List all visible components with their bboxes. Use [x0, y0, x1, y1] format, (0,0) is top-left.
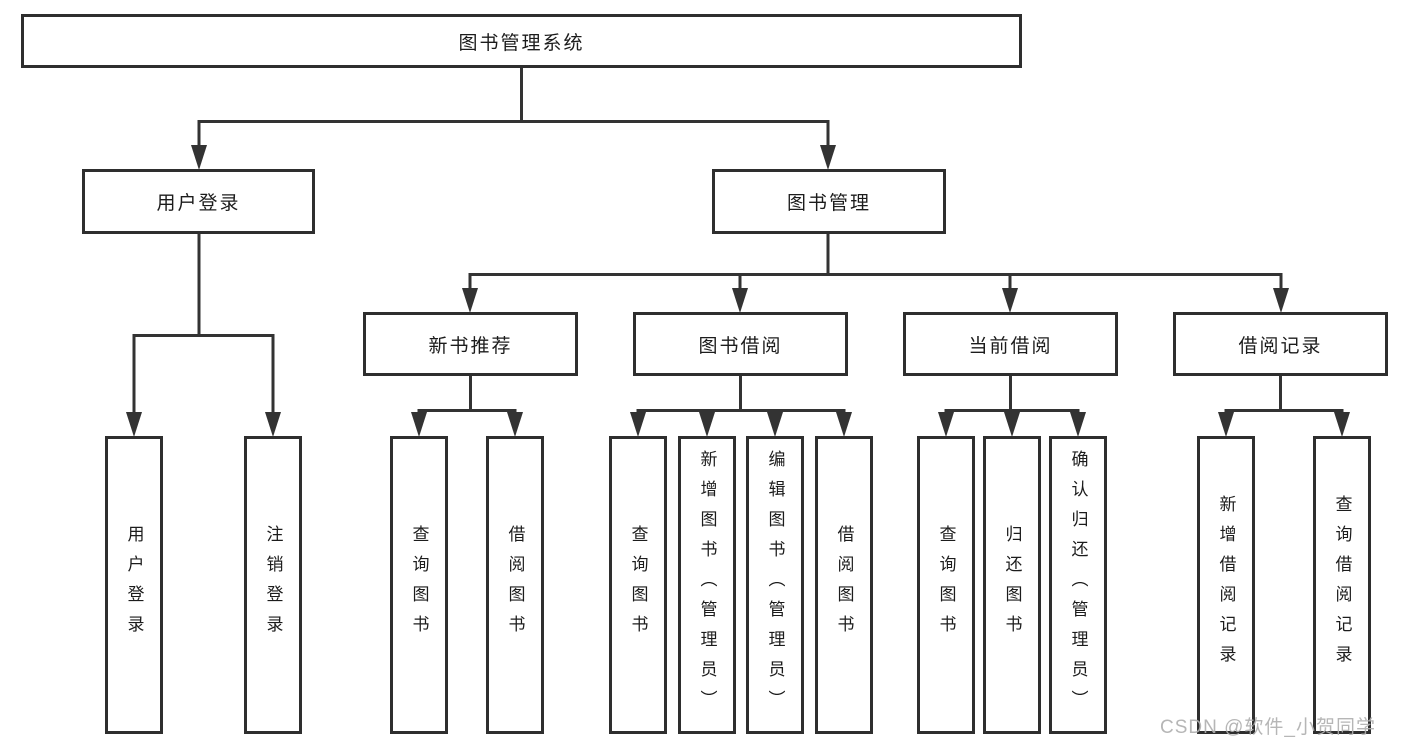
- node-new-book-recommend: 新书推荐: [363, 312, 578, 376]
- arrow-down-icon: [507, 412, 523, 437]
- node-label: 图书管理: [786, 193, 871, 214]
- leaf-query-books-current: 查询图书: [917, 436, 975, 734]
- node-user-login: 用户登录: [82, 169, 315, 234]
- node-label: 借阅图书: [505, 525, 525, 645]
- arrow-down-icon: [126, 412, 142, 437]
- node-label: 图书借阅: [698, 335, 783, 357]
- node-label: 查询图书: [628, 525, 648, 645]
- arrow-down-icon: [938, 412, 954, 437]
- leaf-query-books-newbooks: 查询图书: [390, 436, 448, 734]
- arrow-down-icon: [820, 145, 836, 170]
- arrow-down-icon: [1070, 412, 1086, 437]
- arrow-down-icon: [836, 412, 852, 437]
- leaf-add-borrow-record: 新增借阅记录: [1197, 436, 1255, 734]
- node-label: 当前借阅: [968, 335, 1053, 357]
- leaf-add-book-admin: 新增图书（管理员）: [678, 436, 736, 734]
- arrowhead-icons: [126, 145, 1350, 437]
- connector-newbooks-to-leaves: [417, 376, 517, 431]
- node-label: 查询借阅记录: [1332, 495, 1352, 675]
- arrow-down-icon: [767, 412, 783, 437]
- arrow-down-icon: [462, 288, 478, 313]
- arrow-down-icon: [411, 412, 427, 437]
- node-label: 借阅记录: [1238, 335, 1323, 357]
- node-label: 用户登录: [156, 193, 241, 214]
- arrow-down-icon: [1002, 288, 1018, 313]
- node-label: 查询图书: [936, 525, 956, 645]
- arrow-down-icon: [191, 145, 207, 170]
- connector-lines: [132, 68, 1344, 431]
- connector-borrowing-to-leaves: [636, 376, 846, 431]
- arrow-down-icon: [265, 412, 281, 437]
- connector-records-to-leaves: [1224, 376, 1344, 431]
- arrow-down-icon: [630, 412, 646, 437]
- csdn-watermark: CSDN @软件_小贺同学: [1160, 717, 1376, 738]
- leaf-edit-book-admin: 编辑图书（管理员）: [746, 436, 804, 734]
- node-label: 确认归还（管理员）: [1068, 450, 1088, 720]
- connector-userlogin-to-leaves: [132, 234, 275, 431]
- node-borrowing-records: 借阅记录: [1173, 312, 1388, 376]
- node-label: 用户登录: [124, 525, 144, 645]
- leaf-confirm-return-admin: 确认归还（管理员）: [1049, 436, 1107, 734]
- leaf-return-book: 归还图书: [983, 436, 1041, 734]
- leaf-logout: 注销登录: [244, 436, 302, 734]
- arrow-down-icon: [1218, 412, 1234, 437]
- node-label: 新书推荐: [428, 335, 513, 357]
- leaf-borrow-books-borrowing: 借阅图书: [815, 436, 873, 734]
- node-label: 归还图书: [1002, 525, 1022, 645]
- node-book-borrowing: 图书借阅: [633, 312, 848, 376]
- arrow-down-icon: [732, 288, 748, 313]
- arrow-down-icon: [1273, 288, 1289, 313]
- node-label: 新增图书（管理员）: [697, 450, 717, 720]
- node-label: 图书管理系统: [458, 32, 585, 54]
- node-label: 编辑图书（管理员）: [765, 450, 785, 720]
- node-book-management: 图书管理: [712, 169, 946, 234]
- node-label: 注销登录: [263, 525, 283, 645]
- connector-root-to-level2: [197, 68, 830, 164]
- node-library-management-system: 图书管理系统: [21, 14, 1022, 68]
- leaf-borrow-books-newbooks: 借阅图书: [486, 436, 544, 734]
- arrow-down-icon: [699, 412, 715, 437]
- connector-bookmgmt-to-level3: [468, 234, 1283, 307]
- leaf-query-books-borrowing: 查询图书: [609, 436, 667, 734]
- node-label: 查询图书: [409, 525, 429, 645]
- node-label: 新增借阅记录: [1216, 495, 1236, 675]
- arrow-down-icon: [1334, 412, 1350, 437]
- leaf-user-login: 用户登录: [105, 436, 163, 734]
- arrow-down-icon: [1004, 412, 1020, 437]
- leaf-query-borrow-record: 查询借阅记录: [1313, 436, 1371, 734]
- node-label: 借阅图书: [834, 525, 854, 645]
- node-current-borrowing: 当前借阅: [903, 312, 1118, 376]
